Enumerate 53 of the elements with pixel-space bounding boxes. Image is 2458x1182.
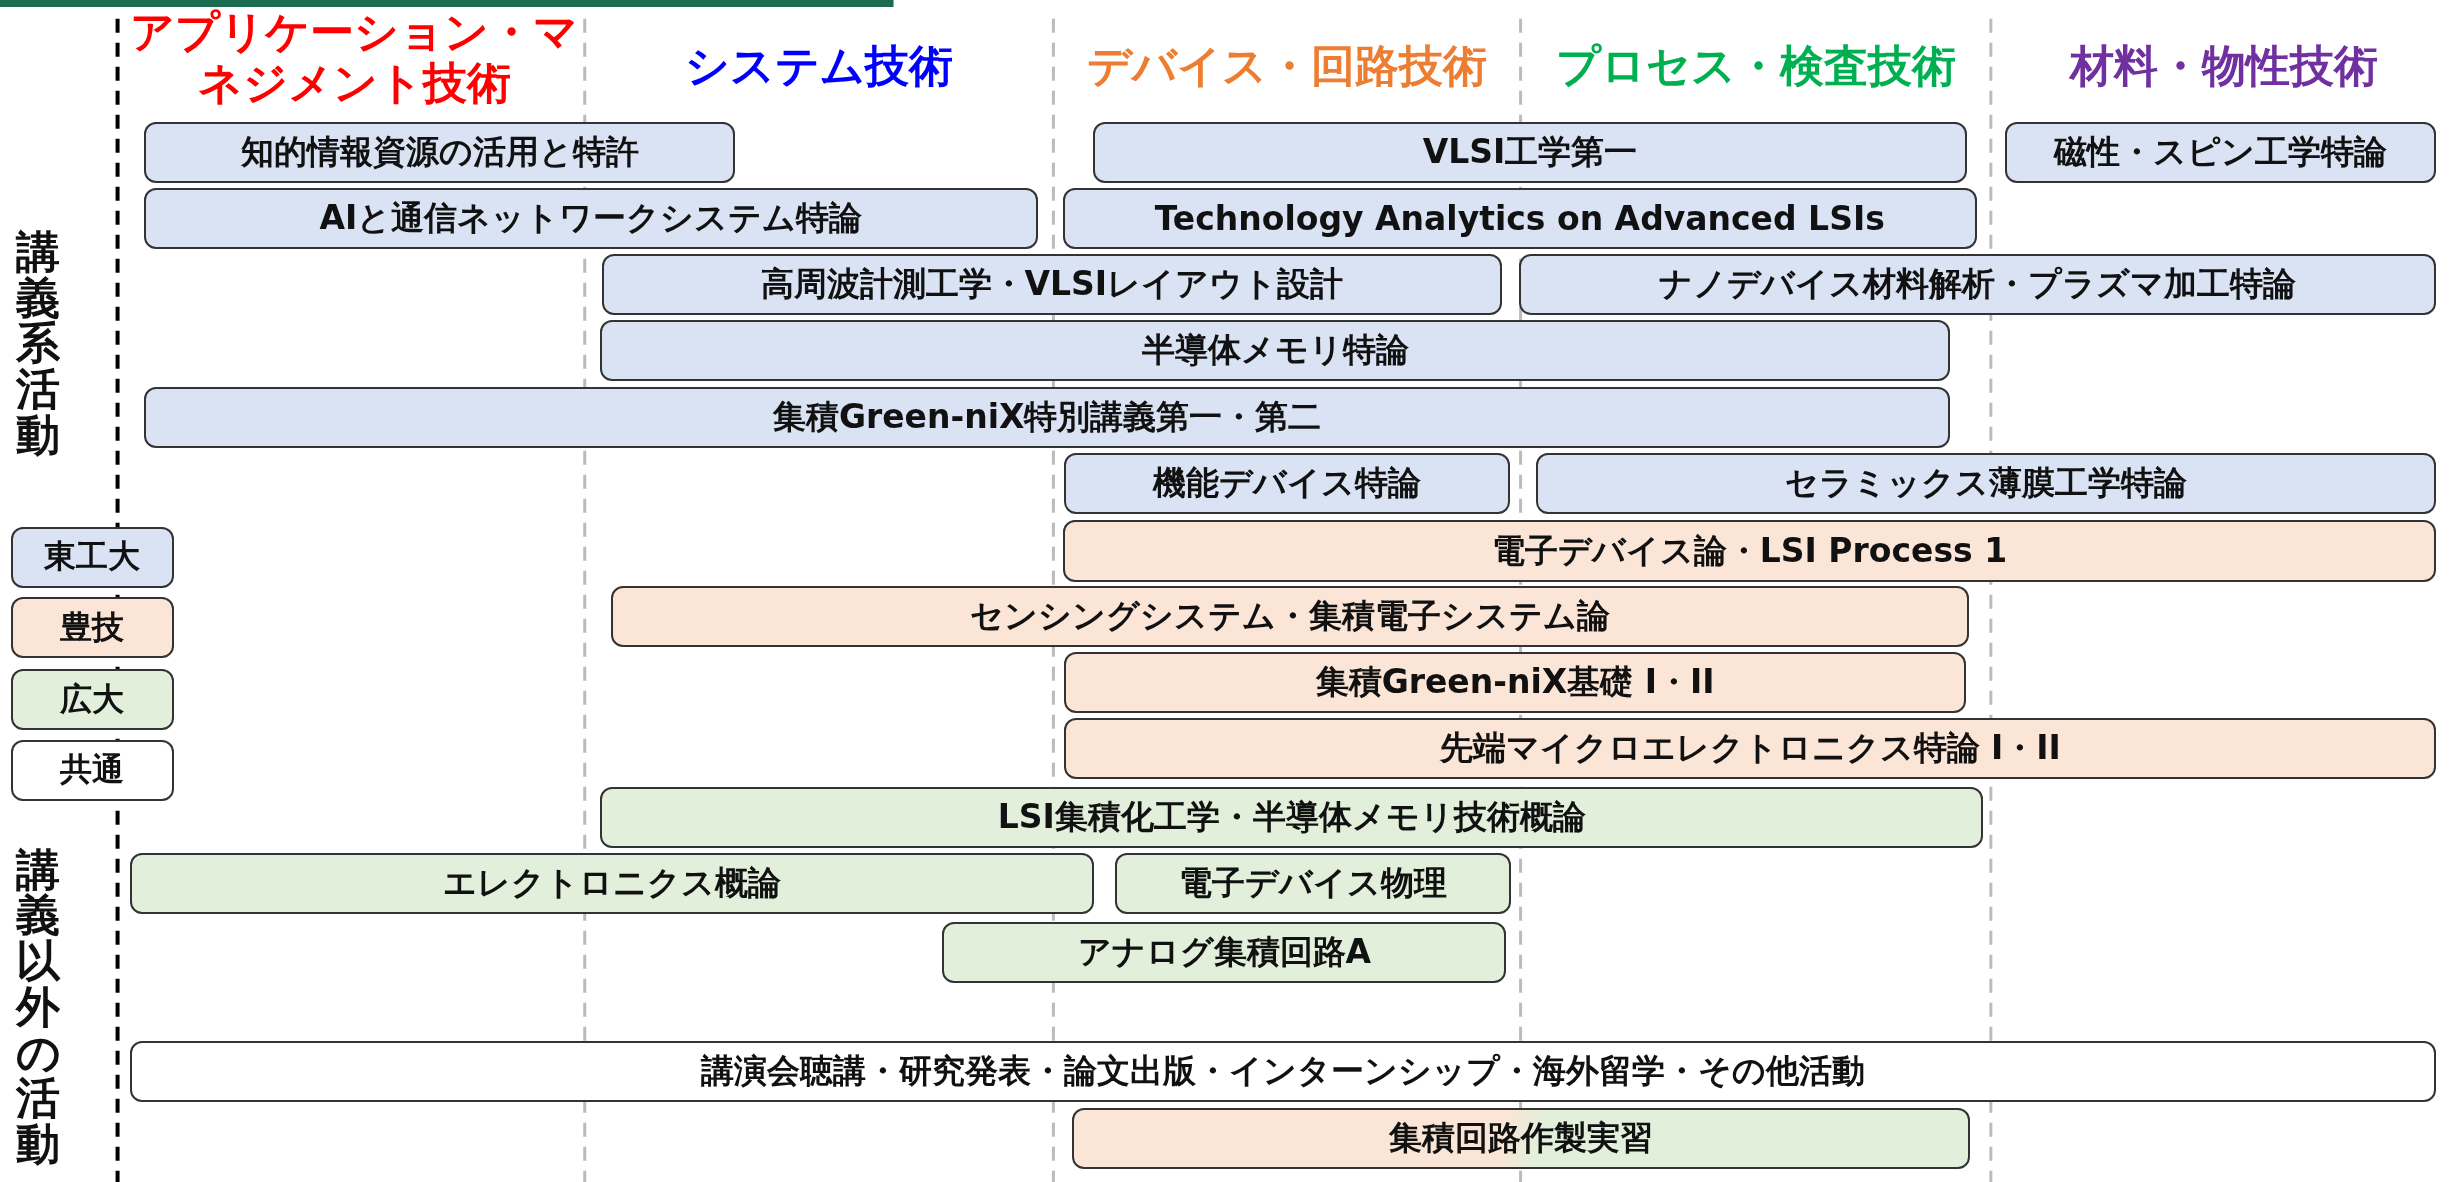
course-bar	[1072, 1108, 1971, 1170]
course-name: 集積回路作製実習	[1389, 1117, 1654, 1160]
course-bar	[1519, 253, 2437, 316]
legend-label: 広大	[60, 678, 125, 720]
course-bar	[2004, 122, 2437, 184]
course-bar	[144, 188, 1038, 250]
course-bar	[1062, 188, 1977, 250]
course-name: AIと通信ネットワークシステム特論	[319, 197, 863, 240]
course-bar	[130, 852, 1095, 914]
course-bar	[600, 786, 1983, 849]
course-name: 集積Green-niX基礎 I・II	[1315, 661, 1715, 704]
course-name: 高周波計測工学・VLSIレイアウト設計	[760, 263, 1344, 305]
section-label: 講義以外の活動	[14, 846, 62, 1167]
column-heading: デバイス・回路技術	[1087, 41, 1487, 92]
column-heading: システム技術	[685, 41, 954, 92]
course-bar	[1536, 453, 2437, 515]
course-bar	[611, 586, 1969, 648]
course-bar	[144, 122, 736, 184]
section-label: 講義系活動	[14, 228, 62, 458]
course-name: 講演会聴講・研究発表・論文出版・インターンシップ・海外留学・その他活動	[701, 1049, 1866, 1092]
course-name: 電子デバイス物理	[1178, 861, 1447, 904]
course-bar	[1064, 453, 1510, 515]
course-name: アナログ集積回路A	[1077, 930, 1372, 973]
course-name: Technology Analytics on Advanced LSIs	[1154, 199, 1885, 239]
course-name: ナノデバイス材料解析・プラズマ加工特論	[1659, 263, 2296, 305]
course-name: 集積Green-niX特別講義第一・第二	[772, 396, 1322, 439]
course-bar	[600, 319, 1951, 381]
course-name: セラミックス薄膜工学特論	[1785, 462, 2188, 505]
course-name: センシングシステム・集積電子システム論	[970, 595, 1611, 638]
course-name: VLSI工学第一	[1422, 131, 1638, 174]
course-name: 機能デバイス特論	[1153, 462, 1421, 505]
course-name: 磁性・スピン工学特論	[2054, 131, 2387, 174]
course-bar	[1092, 122, 1968, 184]
course-bar	[1064, 652, 1966, 714]
column-heading: プロセス・検査技術	[1555, 41, 1956, 92]
column-heading: 材料・物性技術	[2070, 41, 2379, 92]
legend-label: 東工大	[44, 536, 141, 578]
course-bar	[601, 253, 1502, 316]
course-name: 電子デバイス論・LSI Process 1	[1491, 529, 2008, 572]
column-heading: アプリケーション・マネジメント技術	[129, 7, 580, 109]
course-bar	[130, 1040, 2437, 1102]
course-name: 先端マイクロエレクトロニクス特論 I・II	[1439, 727, 2061, 769]
course-bar	[1062, 520, 2437, 582]
course-bar	[1064, 717, 2437, 780]
legend-label: 豊技	[60, 606, 125, 648]
course-name: 知的情報資源の活用と特許	[240, 131, 639, 174]
course-name: 半導体メモリ特論	[1141, 328, 1409, 371]
course-name: LSI集積化工学・半導体メモリ技術概論	[997, 796, 1586, 838]
course-bar	[144, 387, 1951, 449]
legend-label: 共通	[60, 749, 125, 791]
course-bar	[942, 921, 1507, 983]
course-bar	[1114, 852, 1512, 914]
course-name: エレクトロニクス概論	[443, 861, 782, 904]
